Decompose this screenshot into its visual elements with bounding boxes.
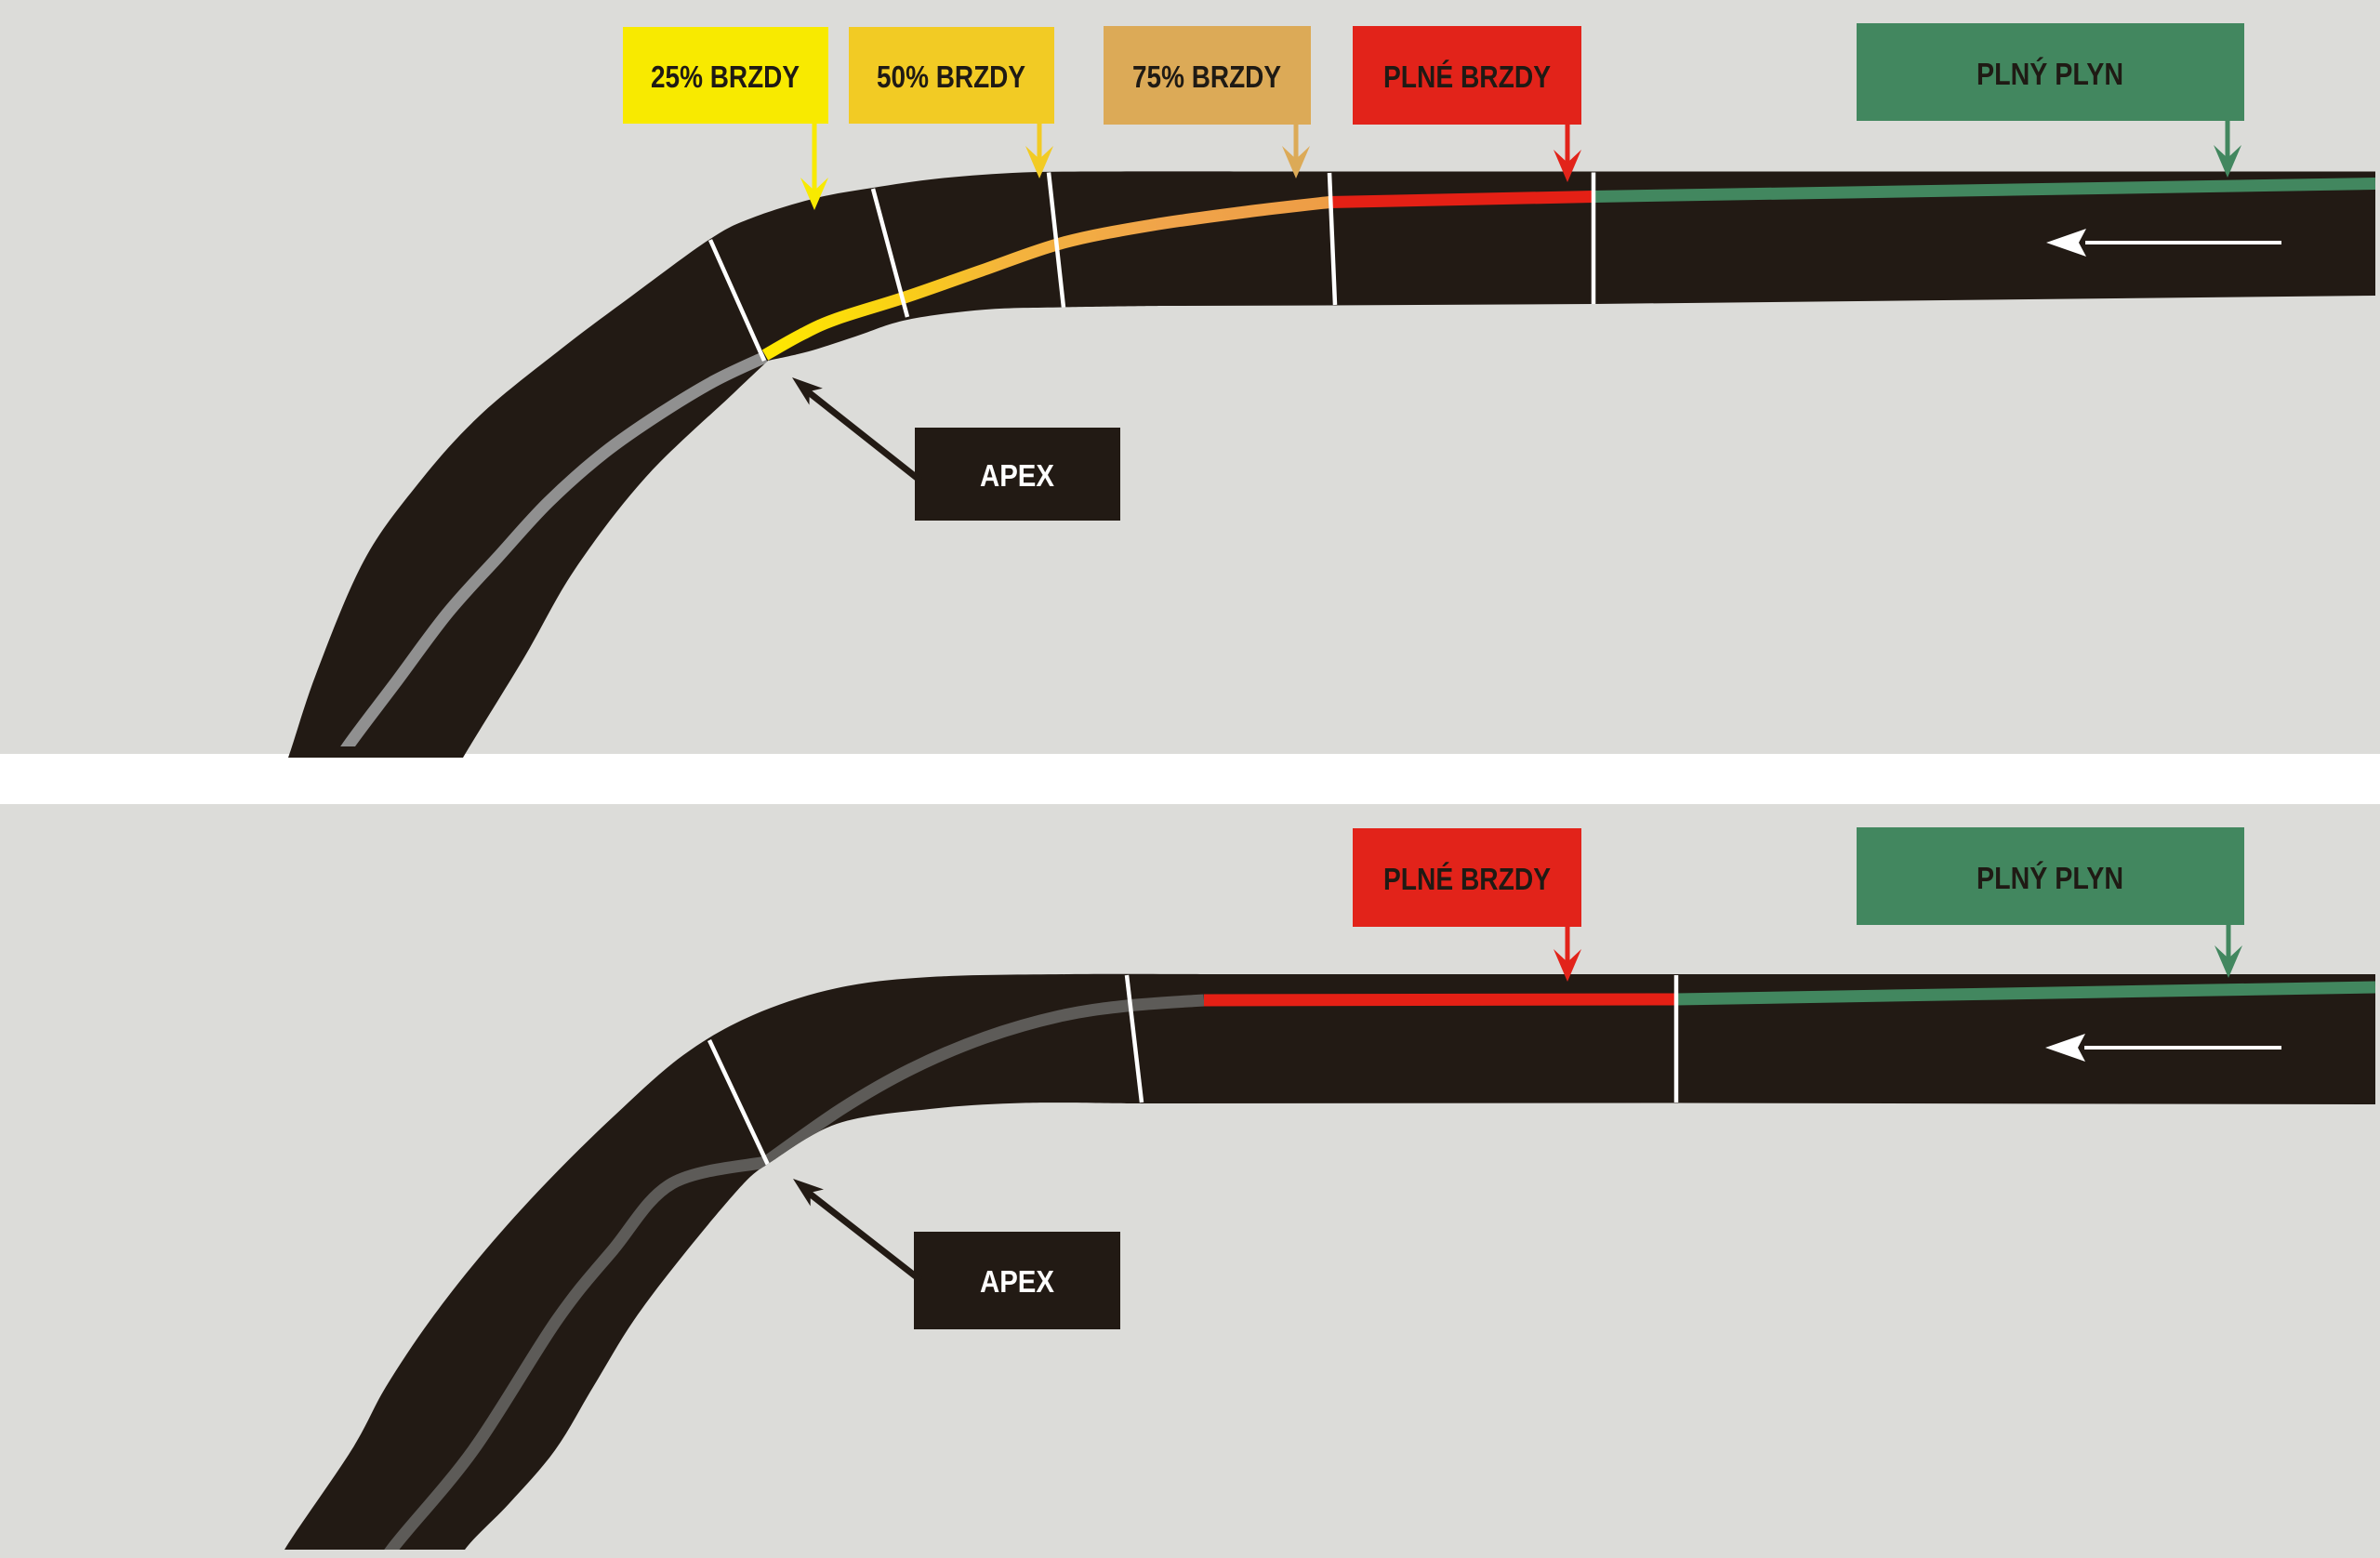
svg-text:PLNÝ PLYN: PLNÝ PLYN (1977, 861, 2123, 896)
svg-text:PLNÉ BRZDY: PLNÉ BRZDY (1383, 59, 1551, 95)
svg-text:PLNÉ BRZDY: PLNÉ BRZDY (1383, 862, 1551, 897)
svg-text:APEX: APEX (980, 1265, 1055, 1300)
svg-text:PLNÝ PLYN: PLNÝ PLYN (1977, 57, 2123, 92)
svg-text:75% BRZDY: 75% BRZDY (1132, 60, 1281, 95)
svg-text:50% BRZDY: 50% BRZDY (877, 60, 1025, 95)
svg-text:25% BRZDY: 25% BRZDY (651, 60, 800, 95)
svg-text:APEX: APEX (980, 459, 1055, 494)
